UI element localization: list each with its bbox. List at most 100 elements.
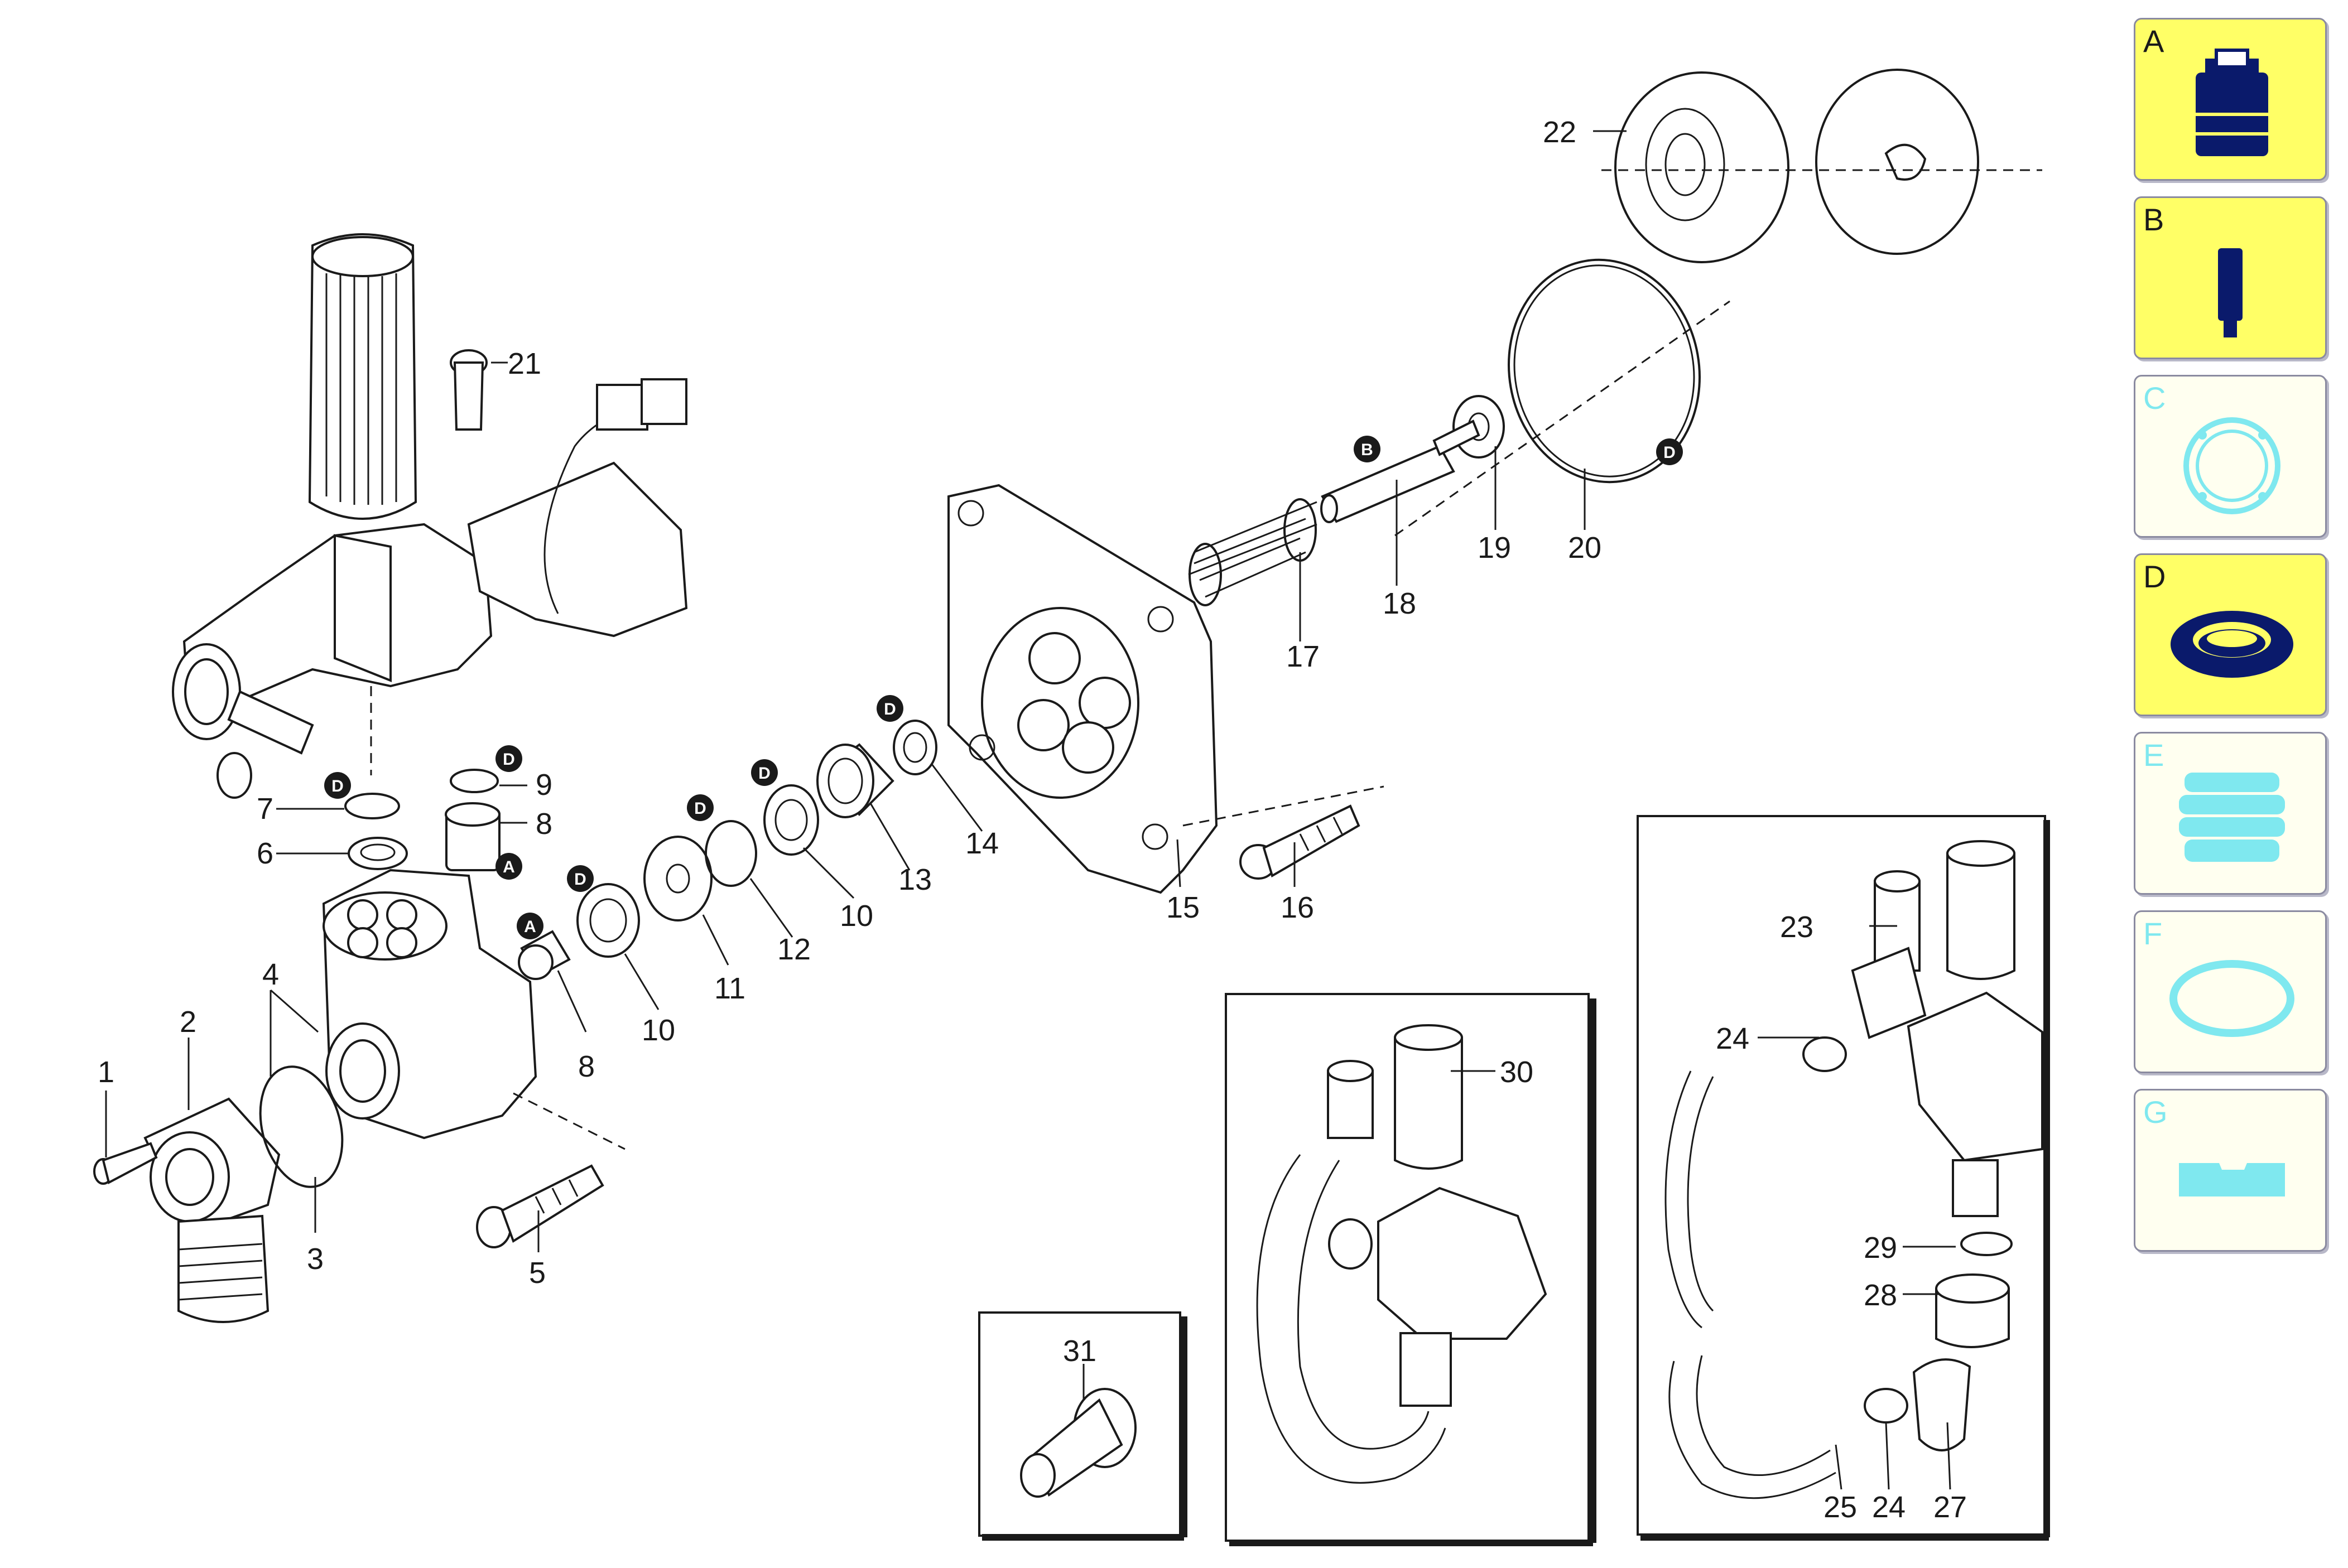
screw-21: [450, 349, 488, 431]
part-labels: 1 2 3 4 5 6 7 8 9 8 10 11 12 10 13 14 15…: [98, 115, 1967, 1524]
svg-text:D: D: [331, 777, 344, 795]
label-27: 27: [1933, 1490, 1967, 1524]
label-11: 11: [714, 972, 745, 1005]
label-8-top: 8: [536, 807, 552, 841]
label-16: 16: [1281, 891, 1314, 924]
label-2: 2: [180, 1005, 196, 1039]
svg-text:A: A: [503, 858, 515, 876]
label-10-right: 10: [840, 899, 873, 933]
badge-d-7: [324, 772, 351, 799]
legend-tile-e[interactable]: E: [2134, 732, 2327, 895]
label-21: 21: [508, 347, 541, 380]
label-17: 17: [1286, 640, 1320, 673]
label-24-top: 24: [1716, 1022, 1749, 1055]
legend-letter: D: [2143, 559, 2166, 594]
label-7: 7: [257, 792, 273, 826]
gasket-3: [259, 1065, 344, 1188]
label-6: 6: [257, 837, 273, 870]
reference-badges: D D A A D D D D B D: [324, 436, 1683, 939]
svg-text:D: D: [503, 750, 515, 769]
label-14: 14: [965, 827, 999, 860]
badge-d-9: [495, 745, 522, 772]
label-3: 3: [307, 1242, 324, 1276]
o-ring-9: [450, 769, 499, 793]
svg-text:D: D: [758, 764, 771, 783]
seal-10-right: [763, 784, 819, 856]
legend-tile-f[interactable]: F: [2134, 910, 2327, 1073]
legend-letter: F: [2143, 916, 2163, 951]
label-8-side: 8: [578, 1050, 595, 1083]
label-24-bottom: 24: [1872, 1490, 1906, 1524]
legend-letter: C: [2143, 380, 2166, 416]
piston-disk-19: [1432, 395, 1505, 459]
unloader-valve-assembly: [172, 233, 688, 799]
washer-11: [643, 836, 713, 921]
badge-d-20: [1656, 438, 1683, 465]
label-19: 19: [1478, 531, 1511, 565]
legend-tile-d[interactable]: D: [2134, 553, 2327, 716]
svg-text:A: A: [524, 918, 536, 936]
label-5: 5: [529, 1256, 546, 1290]
svg-text:D: D: [574, 870, 586, 889]
label-23: 23: [1780, 910, 1813, 944]
legend-tile-c[interactable]: C: [2134, 375, 2327, 538]
label-22: 22: [1543, 115, 1576, 149]
bellows-icon: [2179, 773, 2285, 862]
legend-letter: E: [2143, 737, 2164, 773]
screw-1: [93, 1142, 158, 1185]
badge-d-14: [877, 695, 903, 722]
o-ring-7: [344, 793, 400, 819]
screw-5: [476, 1164, 604, 1248]
label-25: 25: [1823, 1490, 1857, 1524]
label-13: 13: [898, 863, 932, 896]
inset-30: [1225, 993, 1596, 1546]
block-icon: [2179, 1163, 2285, 1196]
legend-letter: A: [2143, 23, 2164, 59]
legend-tile-g[interactable]: G: [2134, 1089, 2327, 1252]
label-28: 28: [1864, 1278, 1897, 1312]
o-ring-20: [1508, 258, 1701, 484]
spring-17: [1188, 498, 1317, 606]
badge-a-8-side: [517, 913, 543, 939]
legend-letter: G: [2143, 1094, 2168, 1130]
label-15: 15: [1166, 891, 1200, 924]
wobble-plate-22: [1614, 69, 1979, 263]
badge-b-18: [1354, 436, 1380, 462]
inset-hose-kit: [1637, 815, 2050, 1541]
svg-text:D: D: [694, 799, 706, 818]
label-29: 29: [1864, 1231, 1897, 1265]
legend-tile-b[interactable]: B: [2134, 196, 2327, 359]
gasket-ring-icon: [2183, 417, 2280, 514]
pump-housing: [947, 484, 1218, 894]
seal-ring-icon: [2171, 611, 2293, 678]
piston-pin-icon: [2218, 248, 2243, 337]
seal-10-left: [576, 883, 640, 958]
valve-8-side: [518, 930, 571, 980]
valve-8-top: [445, 802, 501, 871]
legend-letter: B: [2143, 202, 2164, 237]
o-ring-icon: [2169, 960, 2294, 1037]
label-12: 12: [777, 933, 811, 966]
legend-tile-a[interactable]: A: [2134, 18, 2327, 181]
piston-18: [1320, 445, 1455, 523]
seal-13: [816, 743, 894, 818]
label-9: 9: [536, 768, 552, 802]
nozzle-plug-icon: [2196, 49, 2268, 156]
ring-12: [705, 820, 757, 887]
label-10-left: 10: [642, 1014, 675, 1047]
label-18: 18: [1383, 587, 1416, 620]
badge-a-8-top: [495, 853, 522, 880]
badge-d-10b: [751, 759, 778, 786]
label-1: 1: [98, 1055, 114, 1089]
svg-text:D: D: [1663, 443, 1676, 462]
valve-seat-6: [348, 837, 408, 870]
leader-lines: [105, 130, 1956, 1490]
label-30: 30: [1500, 1055, 1533, 1089]
label-20: 20: [1568, 531, 1601, 565]
badge-d-12: [687, 794, 714, 821]
screw-16: [1239, 804, 1360, 880]
seal-14: [893, 720, 937, 775]
pump-head: [322, 869, 537, 1140]
svg-text:D: D: [884, 700, 896, 718]
